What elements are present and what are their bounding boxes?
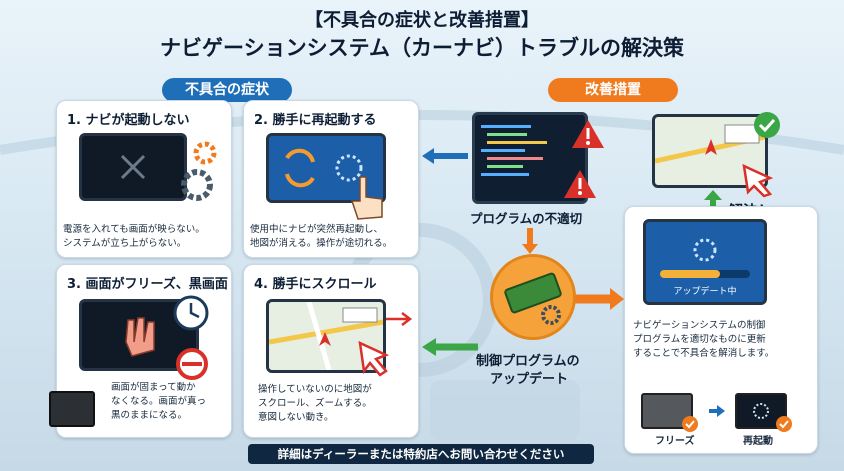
static-tv-icon xyxy=(49,391,95,427)
map-icon xyxy=(268,301,384,371)
symptom-desc-line2: システムが立ち上がらない。 xyxy=(63,238,187,249)
resolved-map-screen xyxy=(652,114,768,188)
symptom-desc-line2: スクロール、ズームする。 xyxy=(258,398,372,409)
arrow-left-green-icon xyxy=(422,338,478,356)
check-icon xyxy=(754,112,780,138)
page-subtitle: ナビゲーションシステム（カーナビ）トラブルの解決策 xyxy=(160,36,684,60)
hand-pointer-icon xyxy=(350,176,383,220)
symptom-desc-line2: 地図が消える。操作が途切れる。 xyxy=(250,238,393,249)
chip-icon xyxy=(504,272,562,325)
arrow-right-small-icon xyxy=(709,405,725,417)
symptoms-section-label: 不具合の症状 xyxy=(162,78,292,102)
arrow-down-icon xyxy=(522,228,538,254)
check-icon xyxy=(776,416,792,432)
before-label: フリーズ xyxy=(655,436,695,447)
code-lines-icon xyxy=(481,125,547,176)
symptom-card-1: 1. ナビが起動しない 電源を入れても画面が映らない。 システムが立ち上がらない… xyxy=(56,100,232,258)
close-icon xyxy=(120,154,146,180)
symptom-desc-line1: 画面が固まって動か xyxy=(111,382,196,393)
restart-screen xyxy=(266,133,386,203)
clock-icon xyxy=(173,295,209,331)
symptom-card-2: 2. 勝手に再起動する 使用中にナビが突然再起動し、 地図が消える。操作が途切れ… xyxy=(243,100,419,258)
arrows-icon xyxy=(386,312,413,326)
update-label-line1: 制御プログラムの xyxy=(476,354,580,369)
remedy-desc-line3: することで不具合を解消します。 xyxy=(633,348,775,359)
blank-screen xyxy=(79,133,187,201)
remedy-section-label: 改善措置 xyxy=(548,78,678,102)
refresh-icon xyxy=(285,148,363,188)
hand-stop-icon xyxy=(125,317,155,357)
check-icon xyxy=(682,416,698,432)
cursor-icon xyxy=(742,163,774,198)
arrow-left-icon xyxy=(422,148,468,164)
updating-screen: アップデート中 xyxy=(643,219,767,305)
cause-label: プログラムの不適切 xyxy=(470,211,583,226)
update-label-line2: アップデート xyxy=(490,372,569,387)
symptom-title: 3. 画面がフリーズ、黒画面 xyxy=(67,277,228,292)
symptom-desc-line1: 操作していないのに地図が xyxy=(258,384,372,395)
symptom-title: 1. ナビが起動しない xyxy=(67,113,190,128)
symptom-title: 2. 勝手に再起動する xyxy=(254,113,377,128)
symptom-card-3: 3. 画面がフリーズ、黒画面 画面が固まって動か なくなる。画面が真っ 黒のまま… xyxy=(49,264,232,438)
symptom-desc-line1: 使用中にナビが突然再起動し、 xyxy=(250,224,384,235)
cursor-icon xyxy=(358,340,390,377)
arrow-right-icon xyxy=(574,288,624,310)
remedy-card: アップデート中 ナビゲーションシステムの制御 プログラムを適切なものに更新 する… xyxy=(624,206,818,454)
loading-icon xyxy=(660,238,750,278)
code-window xyxy=(472,112,588,204)
symptom-desc-line3: 意図しない動き。 xyxy=(258,412,334,423)
symptom-desc-line2: なくなる。画面が真っ xyxy=(111,396,207,407)
warning-icon xyxy=(572,120,604,148)
symptom-desc-line3: 黒のままになる。 xyxy=(111,410,188,421)
symptom-card-4: 4. 勝手にスクロール 操作していないのに地図が スクロール、ズームする。 意図… xyxy=(243,264,419,438)
gear-icon xyxy=(181,141,217,201)
remedy-desc-line2: プログラムを適切なものに更新 xyxy=(633,334,766,345)
page-title: 【不具合の症状と改善措置】 xyxy=(305,10,539,31)
symptom-title: 4. 勝手にスクロール xyxy=(254,277,377,292)
after-label: 再起動 xyxy=(743,436,773,447)
warning-icon-2 xyxy=(564,170,596,198)
remedy-desc-line1: ナビゲーションシステムの制御 xyxy=(633,320,766,331)
contact-footer: 詳細はディーラーまたは特約店へお問い合わせください xyxy=(248,444,594,464)
prohibited-icon xyxy=(176,348,208,380)
symptom-desc-line1: 電源を入れても画面が映らない。 xyxy=(63,224,205,235)
program-chip-badge xyxy=(490,254,576,340)
updating-text: アップデート中 xyxy=(673,287,737,297)
map-icon xyxy=(654,124,766,164)
